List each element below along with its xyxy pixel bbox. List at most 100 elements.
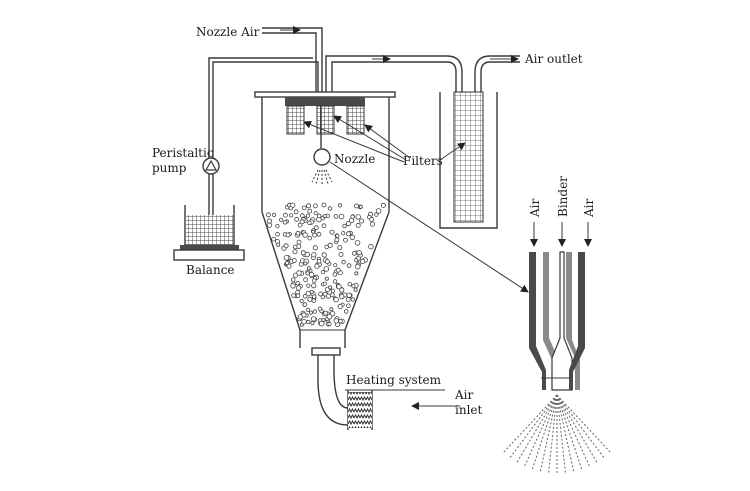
particle (329, 229, 335, 235)
detail-flow-arrows (530, 222, 592, 247)
detail-binder-label: Binder (556, 176, 570, 217)
spray-line (556, 394, 583, 472)
particle (335, 267, 341, 273)
balance-icon (173, 245, 245, 261)
particle (311, 298, 317, 303)
particle (342, 223, 347, 229)
particle (350, 297, 355, 302)
particle (333, 318, 339, 324)
particle (295, 285, 302, 291)
particle (306, 266, 311, 271)
particle (346, 303, 351, 309)
particle (295, 293, 301, 299)
particle (302, 302, 308, 307)
liquid-feed-line (208, 57, 319, 235)
spray-line (508, 394, 558, 460)
heating-coil-icon (348, 392, 372, 428)
particle (313, 225, 319, 231)
particle (302, 232, 308, 238)
particle (324, 244, 329, 250)
particle (299, 298, 304, 304)
spray-line (515, 394, 558, 465)
particle (335, 233, 340, 238)
nozzle-label: Nozzle (334, 152, 375, 166)
particle (345, 297, 351, 302)
particle (334, 237, 340, 243)
particle (354, 263, 361, 270)
particle (308, 271, 315, 278)
particle (301, 319, 307, 325)
nozzle-air-line (262, 26, 323, 92)
particle (333, 214, 339, 219)
internal-filter-middle (316, 105, 335, 135)
particle (265, 212, 271, 218)
spray-pattern (502, 394, 612, 475)
particle (345, 220, 352, 227)
spray-line (556, 394, 591, 469)
particle (271, 236, 277, 242)
particle (310, 316, 317, 322)
air-outlet-line (325, 55, 520, 92)
particle (333, 296, 339, 303)
particle (324, 259, 330, 265)
peristaltic-pump-label-line1: Peristaltic (152, 146, 214, 160)
particle (324, 276, 329, 281)
particle (353, 287, 358, 292)
particle (307, 296, 313, 302)
particle (306, 283, 311, 288)
particle (369, 221, 375, 227)
particle (295, 230, 301, 236)
particle (368, 243, 374, 250)
particle (380, 202, 386, 208)
particle (301, 312, 307, 318)
particle (307, 235, 313, 241)
particle (292, 244, 298, 250)
particle (300, 250, 306, 256)
air-inlet-label-line2: inlet (455, 403, 483, 417)
particle (339, 293, 345, 300)
particle (305, 203, 311, 209)
spray-line (556, 394, 575, 474)
particle (343, 237, 348, 243)
particle (338, 213, 345, 220)
peristaltic-pump-icon (202, 157, 220, 175)
particle (303, 261, 308, 266)
particle (276, 242, 281, 247)
particle (317, 306, 322, 311)
particle (332, 279, 338, 284)
particle (367, 214, 372, 220)
particle (338, 319, 343, 324)
particle (328, 285, 333, 290)
particle (354, 258, 359, 263)
air-outlet-label: Air outlet (524, 52, 583, 66)
particle (358, 204, 363, 209)
particle (355, 214, 361, 220)
particle (337, 303, 343, 309)
particle (285, 232, 291, 238)
particle (322, 214, 327, 219)
particle (311, 229, 316, 234)
particle (323, 266, 330, 272)
particle (310, 320, 315, 325)
particle (339, 287, 345, 293)
nozzle-detail-arrow (329, 161, 529, 293)
particle (306, 319, 311, 325)
particle (375, 208, 382, 214)
particle (354, 271, 359, 276)
particle (338, 251, 344, 257)
particle (341, 231, 346, 236)
particle (309, 289, 314, 294)
particle (283, 243, 289, 249)
particle (313, 211, 318, 216)
particle (311, 282, 317, 289)
particle (305, 307, 311, 312)
heating-system-label: Heating system (346, 373, 442, 387)
particle (359, 258, 366, 264)
particle (341, 259, 346, 265)
particle (320, 270, 326, 275)
particle (282, 220, 288, 225)
nozzle-air-label: Nozzle Air (196, 25, 260, 39)
particle (294, 216, 300, 222)
particle (321, 202, 327, 208)
